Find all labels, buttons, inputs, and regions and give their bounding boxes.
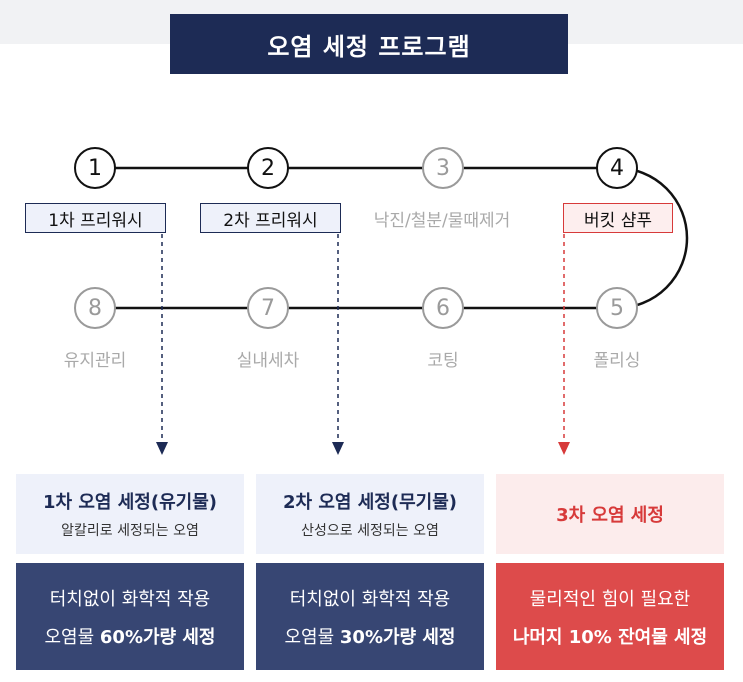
card-3-title: 3차 오염 세정: [556, 505, 664, 526]
step-label-8: 유지관리: [63, 350, 127, 371]
step-number-5: 5: [596, 287, 638, 329]
step-number-1: 1: [74, 147, 116, 189]
card-2-body: 터치없이 화학적 작용 오염물 30%가량 세정: [256, 563, 484, 670]
step-number-7: 7: [247, 287, 289, 329]
step-label-5: 폴리싱: [593, 350, 641, 371]
step-number-2: 2: [247, 147, 289, 189]
card-1-line2-bold: 60%가량 세정: [99, 626, 216, 648]
card-2-subtitle: 산성으로 세정되는 오염: [301, 523, 439, 539]
step-label-6: 코팅: [427, 350, 459, 371]
step-number-4: 4: [596, 147, 638, 189]
card-1-title: 1차 오염 세정(유기물): [43, 492, 217, 513]
step-label-7: 실내세차: [236, 350, 300, 371]
step-label-4: 버킷 샴푸: [563, 203, 673, 233]
card-3-header: 3차 오염 세정: [496, 474, 724, 554]
arrow-head-1: [156, 442, 168, 455]
card-1-body: 터치없이 화학적 작용 오염물 60%가량 세정: [16, 563, 244, 670]
card-3-line2-bold: 나머지 10% 잔여물 세정: [512, 626, 708, 648]
card-1-line1: 터치없이 화학적 작용: [49, 588, 211, 610]
card-1-header: 1차 오염 세정(유기물) 알칼리로 세정되는 오염: [16, 474, 244, 554]
card-2-title: 2차 오염 세정(무기물): [283, 492, 457, 513]
card-3-line1: 물리적인 힘이 필요한: [529, 588, 691, 610]
card-2-header: 2차 오염 세정(무기물) 산성으로 세정되는 오염: [256, 474, 484, 554]
step-number-8: 8: [74, 287, 116, 329]
card-2-line2: 오염물 30%가량 세정: [285, 623, 456, 649]
arrow-head-3: [558, 442, 570, 455]
step-label-3: 낙진/철분/물때제거: [373, 210, 511, 231]
card-2-line2-pre: 오염물: [284, 626, 340, 648]
arrow-head-2: [332, 442, 344, 455]
step-number-6: 6: [422, 287, 464, 329]
step-label-2: 2차 프리워시: [200, 203, 341, 233]
card-1-line2-pre: 오염물: [44, 626, 100, 648]
card-3-body: 물리적인 힘이 필요한 나머지 10% 잔여물 세정: [496, 563, 724, 670]
card-2-line1: 터치없이 화학적 작용: [289, 588, 451, 610]
card-3-line2: 나머지 10% 잔여물 세정: [513, 623, 707, 649]
card-2-line2-bold: 30%가량 세정: [339, 626, 456, 648]
step-number-3: 3: [422, 147, 464, 189]
step-label-1: 1차 프리워시: [25, 203, 166, 233]
page-title: 오염 세정 프로그램: [170, 14, 568, 74]
card-1-subtitle: 알칼리로 세정되는 오염: [61, 523, 199, 539]
track-line: [95, 166, 689, 310]
card-1-line2: 오염물 60%가량 세정: [45, 623, 216, 649]
